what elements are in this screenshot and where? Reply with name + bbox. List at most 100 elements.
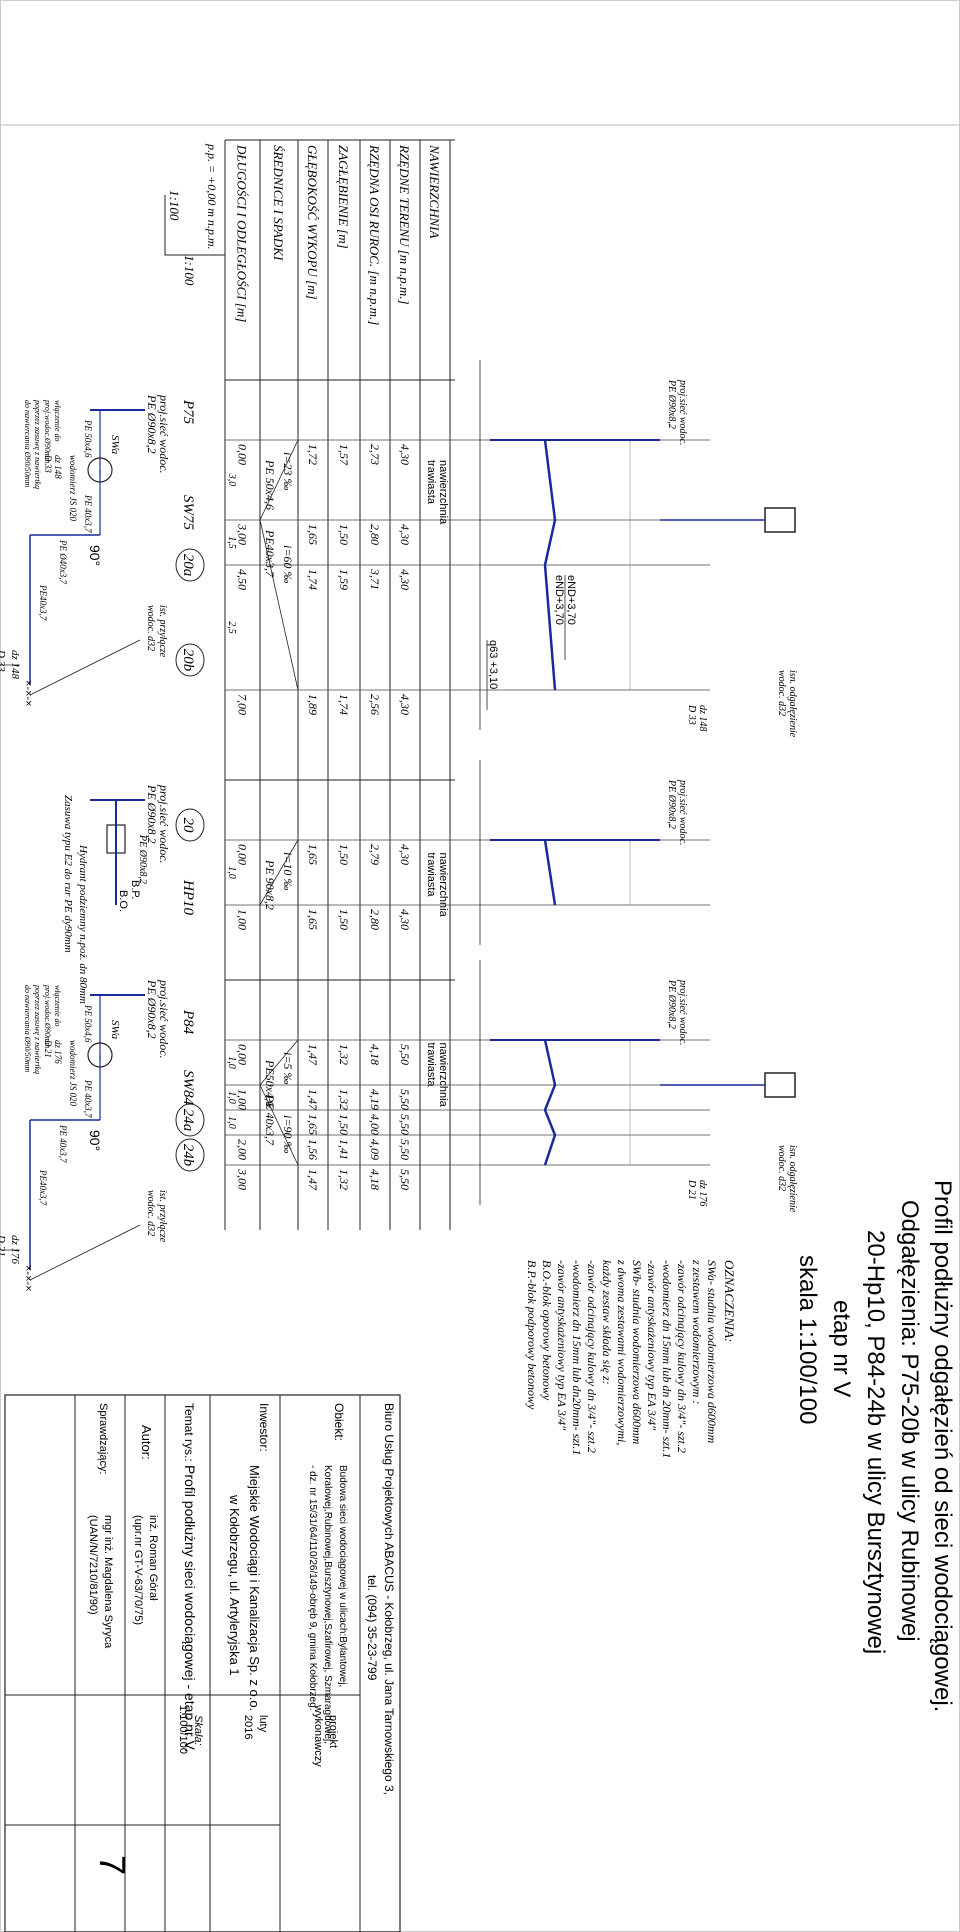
swa-label: SWa — [109, 1020, 121, 1040]
table-value: 1,65 — [306, 909, 320, 930]
existing-label: ist. przyłącze — [157, 1190, 168, 1243]
leader-line — [29, 639, 141, 696]
scale-arrow — [164, 195, 225, 256]
legend-line: B.O.-blok oporowy betonowy — [540, 1260, 554, 1401]
table-value: 2,73 — [368, 444, 382, 465]
plan-note: do nawiercania Ø90/50mm — [23, 400, 32, 487]
company-tel: tel. (094) 35-23-799 — [365, 1575, 379, 1681]
table-value: 4,18 — [368, 1044, 382, 1065]
elbow-angle: 90° — [87, 545, 103, 566]
profile-label: PE Ø90x8,2 — [666, 979, 677, 1029]
node-label: 24b — [180, 1144, 196, 1167]
legend-line: -zawór antyskażeniowy typ EA 3/4" — [645, 1260, 659, 1431]
plot-number: dz 148 — [53, 455, 63, 479]
table-value: 2,80 — [368, 909, 382, 930]
plan-note: do nawiercania Ø90/50mm — [23, 985, 32, 1072]
pipe-label: PE 50x4,6 — [263, 459, 277, 510]
profile-label: wodoc. d32 — [776, 670, 787, 716]
span-length: 1,0 — [226, 866, 237, 879]
distance-value: 1,00 — [236, 909, 250, 930]
profile-section: 4,302,791,501,650,004,302,801,501,651,00… — [175, 760, 710, 945]
plan-note: poprzez zasuwę z nawiertką — [33, 399, 42, 489]
legend-line: -zawór odcinający kulowy dn 3/4"- szt.2 — [675, 1260, 689, 1453]
existing-label: ist. przyłącze — [157, 605, 168, 658]
distance-value: 3,00 — [236, 523, 250, 545]
date-line: 2016 — [242, 1715, 254, 1739]
pipe-label: PE 90x8,2 — [263, 859, 277, 910]
table-value: 5,50 — [398, 1089, 412, 1110]
plan-net-label: PE Ø90x8,2 — [145, 979, 159, 1039]
table-value: 4,30 — [398, 909, 412, 930]
node-label: 20a — [180, 554, 196, 577]
scale-value: 1:100/100 — [177, 1705, 189, 1754]
plan-net-label: proj.sieć wodoc. — [157, 784, 171, 864]
table-value: 1,50 — [337, 909, 351, 930]
level-label: q63 +3,10 — [487, 640, 499, 689]
author-label: Autor: — [139, 1425, 154, 1460]
legend-line: -zawór odcinający kulowy dn 3/4"- szt.2 — [585, 1260, 599, 1453]
distance-value: 1,00 — [236, 1089, 250, 1110]
distance-value: 3,00 — [236, 1168, 250, 1190]
investor-line: w Kołobrzegu, ul. Artyleryjska 1 — [227, 1494, 242, 1676]
profile-label: PE Ø90x8,2 — [666, 779, 677, 829]
scale-label: Skala: — [192, 1715, 204, 1746]
table-value: 4,30 — [398, 844, 412, 865]
table-value: 1,74 — [337, 694, 351, 715]
pipe-note: PE Ø40x3,7 — [58, 539, 68, 584]
profile-drawing: proj.sieć wodoc.PE Ø90x8,2 — [479, 760, 688, 945]
table-value: 1,74 — [306, 569, 320, 590]
pipe-note: PE 40x3,7 — [83, 1079, 93, 1118]
row-label: DŁUGOŚCI I ODLEGŁOŚCI [m] — [235, 144, 250, 322]
meter-label: wodomierz JS 020 — [68, 455, 78, 521]
theme-label: Temat rys.: — [182, 1403, 196, 1462]
pipe-note: PE 40x3,7 — [83, 494, 93, 533]
plan-note: proj.wodoc.Ø90mm — [43, 984, 52, 1048]
table-value: 4,30 — [398, 569, 412, 590]
node-label: P84 — [180, 1009, 196, 1035]
table-value: 1,50 — [337, 844, 351, 865]
distance-value: 0,00 — [236, 1044, 250, 1065]
surface-label: trawiasta — [425, 460, 437, 505]
table-value: 1,72 — [306, 444, 320, 465]
theme-line: Profil podłużny sieci wodociągowej - eta… — [182, 1465, 198, 1752]
node-label: 24a — [180, 1109, 196, 1132]
profile-label: isn. odgałęzienie — [787, 1145, 798, 1213]
valve-label: Zasuwa typu E2 do rur PE dy90mm — [62, 795, 74, 953]
plan-net-label: proj.sieć wodoc. — [157, 979, 171, 1059]
table-value: 4,19 — [368, 1089, 382, 1110]
swa-label: SWa — [109, 435, 121, 455]
row-label: GŁĘBOKOŚĆ WYKOPU [m] — [305, 145, 320, 300]
table-value: 1,89 — [306, 694, 320, 715]
node-circle — [175, 548, 205, 582]
title-line: Odgałęzienia: P75-20b w ulicy Rubinowej — [896, 1200, 923, 1642]
surface-label: nawierzchnia — [437, 853, 449, 918]
phase-line: wykonawczy — [312, 1704, 324, 1767]
company-line: Biuro Usług Projektowych ABACUS - Kołobr… — [382, 1403, 396, 1795]
table-value: 3,71 — [368, 568, 382, 590]
slope-label: i=5 ‰ — [281, 1052, 295, 1084]
table-value: 1,47 — [306, 1169, 320, 1191]
existing-label: wodoc. d32 — [145, 1190, 156, 1236]
surface-label: trawiasta — [425, 1043, 437, 1088]
legend-line: z zestawem wodomierzowym : — [690, 1259, 704, 1404]
distance-value: 2,00 — [236, 1139, 250, 1160]
slope-diag — [259, 519, 299, 691]
fence-symbol: ×-×-× — [22, 680, 34, 707]
span-length: 3,0 — [226, 473, 237, 487]
investor-label: Inwestor: — [257, 1403, 271, 1452]
surface-label: trawiasta — [425, 853, 437, 898]
pipe-label: PE50x4,6 — [263, 1059, 277, 1107]
table-value: 4,30 — [398, 444, 412, 465]
table-value: 5,50 — [398, 1169, 412, 1190]
distance-value: 0,00 — [236, 844, 250, 865]
slope-label: i=23 ‰ — [281, 452, 295, 490]
table-value: 1,56 — [306, 1139, 320, 1160]
distance-value: 7,00 — [236, 694, 250, 715]
plan-note: proj.wodoc.Ø90mm — [43, 399, 52, 463]
table-value: 5,50 — [398, 1114, 412, 1135]
node-label: 20 — [180, 818, 196, 834]
span-length: 1,0 — [226, 1116, 237, 1129]
pipe-note: PE40x3,7 — [38, 1169, 48, 1206]
